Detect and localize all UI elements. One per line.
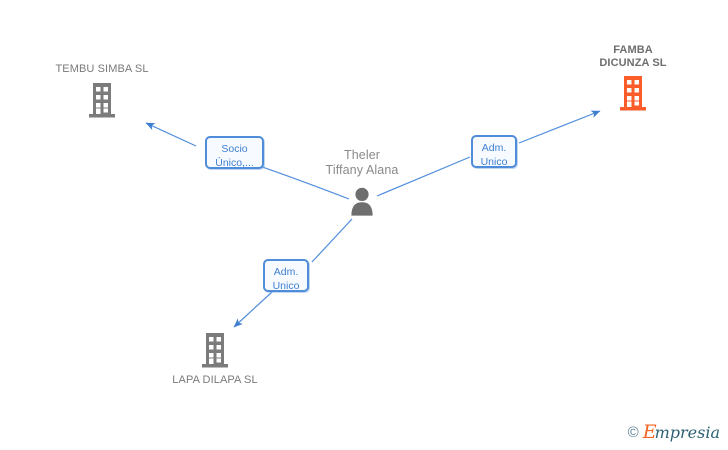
copyright-icon: ©	[627, 424, 639, 441]
empresia-watermark: © E mpresia	[628, 423, 720, 442]
building-icon	[152, 333, 278, 368]
node-tembu-simba-sl[interactable]: TEMBU SIMBA SL	[39, 63, 165, 118]
relation-label-adm-unico-famba[interactable]: Adm. Unico	[471, 135, 517, 168]
node-lapa-dilapa-sl[interactable]: LAPA DILAPA SL	[152, 333, 278, 387]
node-label-person-line1: Theler	[343, 148, 381, 162]
node-famba-dicunza-sl[interactable]: FAMBA DICUNZA SL	[574, 44, 692, 111]
node-person-theler-tiffany-alana[interactable]: Theler Tiffany Alana	[302, 148, 422, 216]
node-label-person-line2: Tiffany Alana	[325, 163, 399, 177]
node-label-famba-line2: DICUNZA SL	[599, 57, 667, 69]
relation-label-line1: Socio	[221, 143, 248, 155]
building-icon	[574, 70, 692, 111]
brand-name: mpresia	[654, 423, 720, 442]
relation-label-line1: Adm.	[273, 266, 299, 278]
relation-label-adm-unico-lapa[interactable]: Adm. Unico	[263, 259, 309, 292]
node-label-lapa: LAPA DILAPA SL	[172, 374, 258, 386]
edge-line-famba	[376, 156, 471, 197]
relation-label-line1: Adm.	[481, 142, 507, 154]
brand-initial: E	[642, 421, 657, 443]
node-label-famba-line1: FAMBA	[613, 44, 653, 56]
edge-line-lapa	[311, 218, 353, 263]
edge-arrow-tembu	[145, 122, 197, 147]
person-icon	[302, 178, 422, 216]
relation-label-line2: Unico	[272, 280, 300, 292]
relation-label-socio-unico[interactable]: Socio Único,...	[205, 136, 264, 169]
node-label-tembu: TEMBU SIMBA SL	[55, 63, 149, 75]
edge-arrow-lapa	[233, 291, 273, 328]
building-icon	[39, 76, 165, 118]
relation-label-line2: Único,...	[215, 157, 254, 169]
edge-arrow-famba	[518, 110, 601, 144]
relation-label-line2: Unico	[480, 156, 508, 168]
